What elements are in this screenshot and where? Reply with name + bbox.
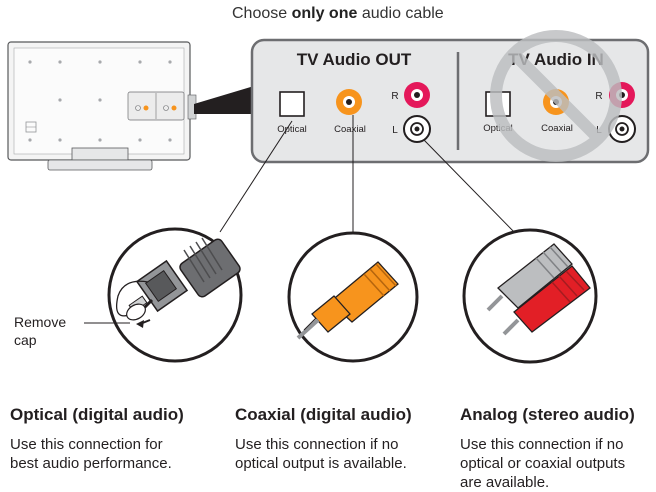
analog-title: Analog (stereo audio) (460, 405, 635, 424)
right-in-label: R (595, 91, 602, 102)
page-heading: Choose only one audio cable (232, 5, 444, 23)
coaxial-desc-line1: Use this connection if no (235, 436, 399, 453)
optical-description: Use this connection for best audio perfo… (10, 435, 172, 473)
analog-plug-illustration (462, 228, 598, 364)
analog-description: Use this connection if no optical or coa… (460, 435, 625, 492)
optical-out-jack (279, 91, 305, 117)
remove-cap-line2: cap (14, 332, 37, 348)
heading-emphasis: only one (291, 5, 358, 22)
remove-cap-line1: Remove (14, 314, 67, 330)
coaxial-description: Use this connection if no optical output… (235, 435, 407, 473)
right-out-label: R (391, 91, 398, 102)
analog-desc-line1: Use this connection if no (460, 436, 624, 453)
coaxial-in-label: Coaxial (541, 123, 573, 134)
optical-title: Optical (digital audio) (10, 405, 184, 424)
tv-illustration (7, 41, 197, 171)
heading-suffix: audio cable (357, 5, 444, 22)
optical-out-label: Optical (277, 124, 307, 135)
optical-desc-line1: Use this connection for (10, 436, 163, 453)
coaxial-title: Coaxial (digital audio) (235, 405, 412, 424)
analog-desc-line2: optical or coaxial outputs (460, 455, 626, 472)
optical-leader-line (219, 120, 293, 233)
optical-desc-line2: best audio performance. (10, 455, 172, 472)
jack-panel (250, 38, 650, 164)
audio-out-title: TV Audio OUT (297, 50, 412, 69)
coaxial-desc-line2: optical output is available. (235, 455, 407, 472)
optical-plug-illustration (107, 227, 243, 363)
remove-cap-label: Remove cap (14, 313, 66, 349)
coaxial-out-label: Coaxial (334, 124, 366, 135)
left-out-label: L (392, 125, 398, 136)
callout-pointer (194, 86, 254, 114)
heading-prefix: Choose (232, 5, 292, 22)
optical-in-label: Optical (483, 123, 513, 134)
coaxial-plug-illustration (287, 231, 419, 363)
analog-desc-line3: are available. (460, 474, 550, 491)
prohibited-icon (490, 30, 622, 162)
analog-leader-line (423, 139, 519, 237)
